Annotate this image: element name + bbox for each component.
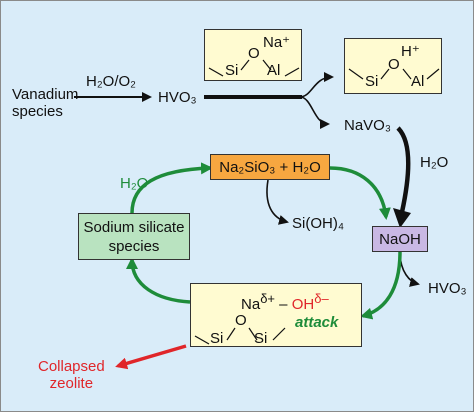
attack-oh: OH [291,296,315,313]
attack-label: attack [295,314,339,331]
attack-oh-charge: δ– [314,291,329,306]
attack-box: Si O Si Naδ+ – OHδ– attack [190,283,362,347]
na2sio3-label: Na₂SiO₃ + H₂O [219,159,321,176]
h-zeolite-box: Si O Al H⁺ [344,38,442,94]
green-arrow-silicate-to-na2sio3 [130,162,213,214]
vanadium-line1: Vanadium [12,86,79,103]
arrow-to-navo3 [299,96,330,129]
na-zeolite-si: Si [225,62,239,79]
attack-si2: Si [254,330,268,347]
reaction-h2o-o2: H₂O/O₂ [86,73,136,90]
vanadium-line2: species [12,103,63,120]
h-zeolite-si: Si [365,73,379,90]
attack-na-oh: Naδ+ – OHδ– [241,290,329,313]
collapsed-line2: zeolite [49,375,94,392]
attack-na: Na [241,296,261,313]
sodium-silicate-box: Sodium silicate species [78,213,190,260]
h-zeolite-al: Al [411,73,425,90]
attack-si1: Si [210,330,224,347]
silicate-line1: Sodium silicate [83,219,185,236]
na-zeolite-cation: Na⁺ [263,34,291,51]
arrow-navo3-to-naoh-head [393,208,411,228]
arrow-to-sioh4 [266,179,289,225]
red-arrow-collapsed [115,344,187,370]
attack-na-charge: δ+ [260,291,276,306]
collapsed-line1: Collapsed [38,358,105,375]
collapsed-zeolite-label: Collapsed zeolite [38,358,105,392]
attack-dash: – [275,296,292,313]
h2o-right-label: H₂O [420,154,449,171]
sioh4-label: Si(OH)₄ [292,215,344,232]
silicate-line2: species [108,238,160,255]
na2sio3-box: Na₂SiO₃ + H₂O [210,154,330,180]
hvo3-label: HVO₃ [158,89,197,106]
attack-o: O [235,312,247,329]
vanadium-species-label: Vanadium species [12,86,78,120]
green-arrow-na2sio3-to-naoh [329,166,391,220]
na-zeolite-al: Al [267,62,281,79]
arrow-to-h-zeolite [299,72,334,98]
na-zeolite-box: Si O Al Na⁺ [204,29,302,81]
naoh-box: NaOH [372,226,428,252]
green-arrow-attack-to-silicate [126,257,191,304]
hvo3-bottom-label: HVO₃ [428,280,467,297]
h-zeolite-cation: H⁺ [401,43,420,60]
na-zeolite-o: O [248,45,260,62]
h-zeolite-o: O [388,56,400,73]
arrow-navo3-to-naoh [396,126,411,213]
arrow-naoh-to-hvo3 [399,251,420,287]
navo3-label: NaVO₃ [344,117,391,134]
green-arrow-naoh-to-attack [360,251,402,320]
h2o-green-label: H₂O [120,175,149,192]
naoh-label: NaOH [379,231,421,248]
